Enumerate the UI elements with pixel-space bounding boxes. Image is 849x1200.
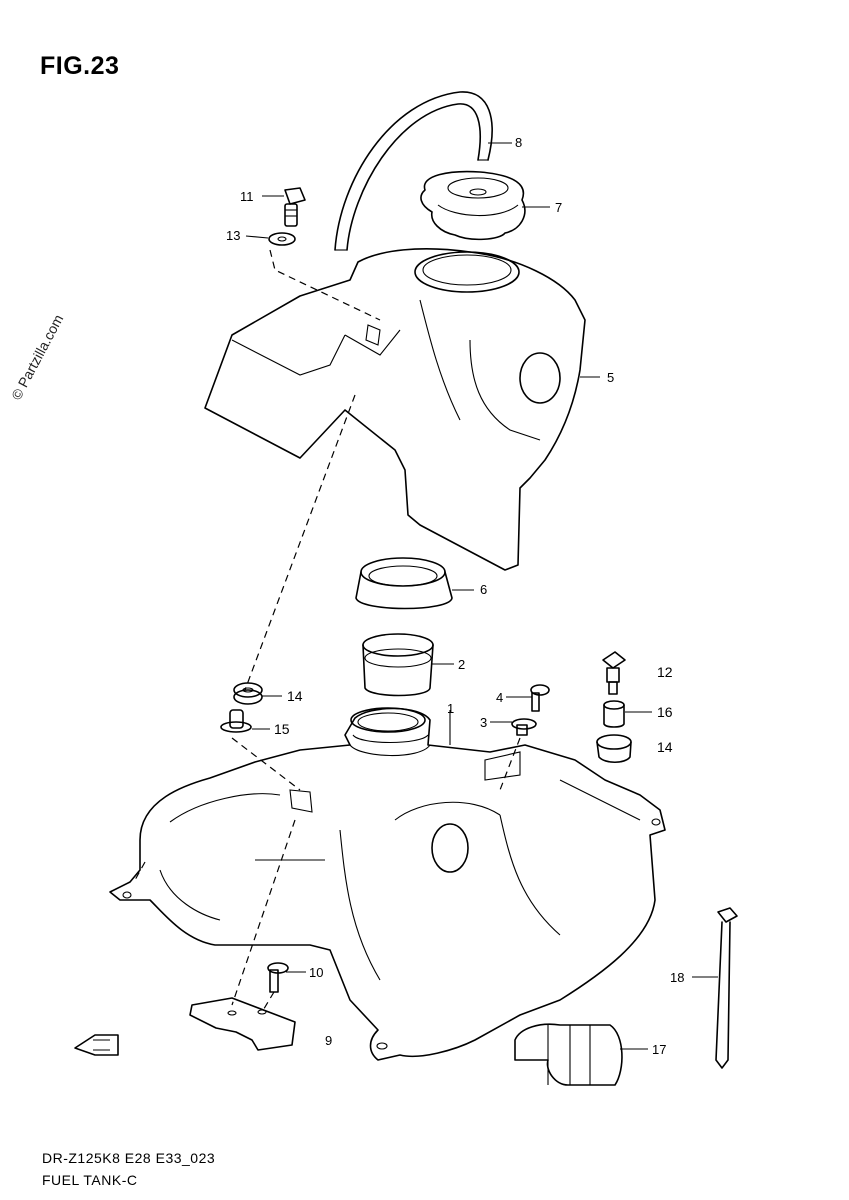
figure-title: FIG.23 (40, 52, 120, 80)
part-14-grommet-right[interactable] (596, 734, 632, 764)
part-11-bolt[interactable] (284, 187, 306, 227)
part-17-pad[interactable] (514, 1023, 623, 1086)
part-2-filler-ring[interactable] (362, 633, 434, 697)
callout-6: 6 (480, 582, 487, 597)
front-arrow-icon (74, 1034, 119, 1056)
callout-2: 2 (458, 657, 465, 672)
part-9-bracket[interactable] (189, 997, 296, 1051)
part-4-screw[interactable] (530, 684, 550, 712)
callout-13: 13 (226, 228, 240, 243)
callout-18: 18 (670, 970, 684, 985)
model-code: DR-Z125K8 E28 E33_023 (42, 1150, 216, 1166)
callout-9: 9 (325, 1033, 332, 1048)
part-10-screw[interactable] (267, 962, 289, 993)
assembly-line-bolt (269, 249, 381, 321)
part-16-spacer[interactable] (603, 700, 625, 728)
part-12-bolt[interactable] (602, 651, 626, 695)
callout-1: 1 (447, 701, 454, 716)
callout-14-left: 14 (287, 688, 303, 704)
part-5-tank-cover[interactable] (204, 248, 586, 571)
part-14-grommet-left[interactable] (233, 682, 263, 705)
callout-12: 12 (657, 664, 673, 680)
callout-11: 11 (240, 189, 254, 204)
assembly-line-grommet (244, 394, 356, 691)
callout-16: 16 (657, 704, 673, 720)
part-3-washer[interactable] (511, 718, 537, 736)
callout-7: 7 (555, 200, 562, 215)
callout-8: 8 (515, 135, 522, 150)
assembly-name: FUEL TANK-C (42, 1172, 138, 1188)
assembly-line-screw (499, 737, 521, 791)
part-6-filler-seal[interactable] (355, 557, 453, 610)
part-1-fuel-tank[interactable] (109, 707, 666, 1061)
part-18-cable-tie[interactable] (715, 907, 738, 1069)
assembly-line-collar (231, 737, 301, 791)
assembly-line-bracket (231, 819, 296, 1006)
callout-15: 15 (274, 721, 290, 737)
callout-17: 17 (652, 1042, 666, 1057)
part-15-collar[interactable] (220, 709, 252, 733)
assembly-line-screw10 (261, 991, 275, 1013)
callout-10: 10 (309, 965, 323, 980)
callout-14-right: 14 (657, 739, 673, 755)
callout-5: 5 (607, 370, 614, 385)
part-8-breather-hose[interactable] (334, 91, 493, 251)
part-7-fuel-cap[interactable] (420, 170, 526, 241)
part-13-washer[interactable] (268, 232, 296, 246)
callout-4: 4 (496, 690, 503, 705)
callout-3: 3 (480, 715, 487, 730)
assembly-line-tank-side (134, 861, 146, 881)
